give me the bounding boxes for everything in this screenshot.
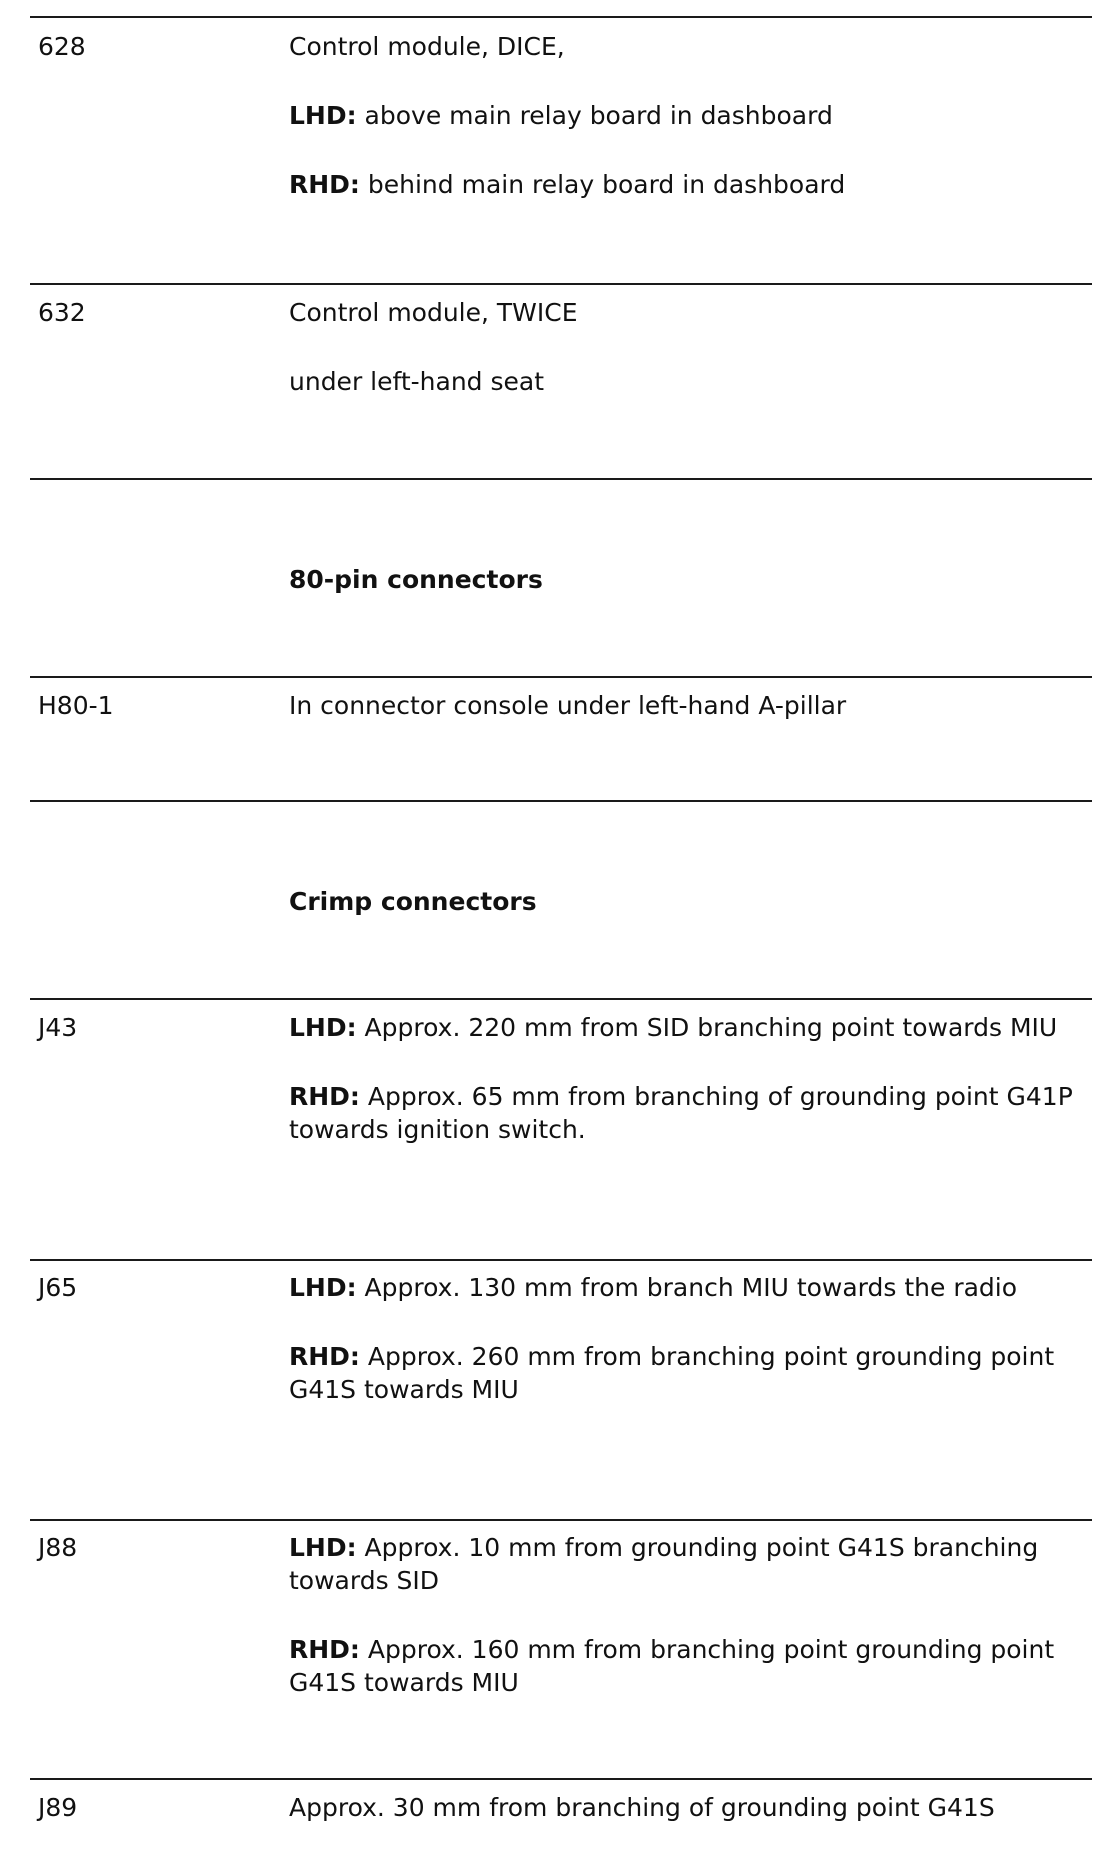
description-label: LHD: bbox=[289, 1013, 357, 1042]
component-code: J88 bbox=[38, 1533, 78, 1562]
description-line: under left-hand seat bbox=[289, 365, 1089, 398]
description-line: RHD: Approx. 260 mm from branching point… bbox=[289, 1340, 1089, 1406]
table-rule bbox=[30, 676, 1092, 678]
component-description: In connector console under left-hand A-p… bbox=[289, 689, 1089, 722]
component-description: LHD: Approx. 220 mm from SID branching p… bbox=[289, 1011, 1089, 1146]
description-line: RHD: Approx. 65 mm from branching of gro… bbox=[289, 1080, 1089, 1146]
table-rule bbox=[30, 16, 1092, 18]
description-line: LHD: Approx. 130 mm from branch MIU towa… bbox=[289, 1271, 1089, 1304]
description-label: RHD: bbox=[289, 170, 360, 199]
table-rule bbox=[30, 1778, 1092, 1780]
description-text: Approx. 65 mm from branching of groundin… bbox=[289, 1082, 1073, 1144]
description-text: In connector console under left-hand A-p… bbox=[289, 691, 847, 720]
description-line: In connector console under left-hand A-p… bbox=[289, 689, 1089, 722]
description-label: LHD: bbox=[289, 101, 357, 130]
component-code: 632 bbox=[38, 298, 86, 327]
component-code: J65 bbox=[38, 1273, 78, 1302]
component-description: Control module, DICE, LHD: above main re… bbox=[289, 30, 1089, 201]
description-line: Control module, TWICE bbox=[289, 296, 1089, 329]
table-rule bbox=[30, 800, 1092, 802]
component-description: Control module, TWICE under left-hand se… bbox=[289, 296, 1089, 398]
description-text: Control module, TWICE bbox=[289, 298, 578, 327]
component-code: H80-1 bbox=[38, 691, 114, 720]
description-label: RHD: bbox=[289, 1082, 360, 1111]
description-text: behind main relay board in dashboard bbox=[359, 170, 846, 199]
description-line: LHD: above main relay board in dashboard bbox=[289, 99, 1089, 132]
description-text: Approx. 30 mm from branching of groundin… bbox=[289, 1793, 995, 1822]
table-rule bbox=[30, 478, 1092, 480]
description-label: LHD: bbox=[289, 1273, 357, 1302]
description-text: Approx. 130 mm from branch MIU towards t… bbox=[356, 1273, 1018, 1302]
section-heading: 80-pin connectors bbox=[289, 565, 543, 594]
table-rule bbox=[30, 1519, 1092, 1521]
component-code: J89 bbox=[38, 1793, 78, 1822]
section-heading: Crimp connectors bbox=[289, 887, 537, 916]
component-description: LHD: Approx. 130 mm from branch MIU towa… bbox=[289, 1271, 1089, 1406]
description-line: LHD: Approx. 10 mm from grounding point … bbox=[289, 1531, 1089, 1597]
description-text: Approx. 10 mm from grounding point G41S … bbox=[289, 1533, 1039, 1595]
description-label: RHD: bbox=[289, 1635, 360, 1664]
description-line: Control module, DICE, bbox=[289, 30, 1089, 63]
description-text: Approx. 260 mm from branching point grou… bbox=[289, 1342, 1055, 1404]
component-code: J43 bbox=[38, 1013, 78, 1042]
description-text: above main relay board in dashboard bbox=[356, 101, 833, 130]
description-text: Approx. 220 mm from SID branching point … bbox=[356, 1013, 1058, 1042]
component-code: 628 bbox=[38, 32, 86, 61]
table-rule bbox=[30, 1259, 1092, 1261]
table-rule bbox=[30, 998, 1092, 1000]
component-description: Approx. 30 mm from branching of groundin… bbox=[289, 1791, 1089, 1824]
table-rule bbox=[30, 283, 1092, 285]
description-label: RHD: bbox=[289, 1342, 360, 1371]
description-line: Approx. 30 mm from branching of groundin… bbox=[289, 1791, 1089, 1824]
description-line: RHD: behind main relay board in dashboar… bbox=[289, 168, 1089, 201]
description-text: Approx. 160 mm from branching point grou… bbox=[289, 1635, 1055, 1697]
description-text: Control module, DICE, bbox=[289, 32, 565, 61]
description-text: under left-hand seat bbox=[289, 367, 545, 396]
component-description: LHD: Approx. 10 mm from grounding point … bbox=[289, 1531, 1089, 1699]
description-line: RHD: Approx. 160 mm from branching point… bbox=[289, 1633, 1089, 1699]
description-line: LHD: Approx. 220 mm from SID branching p… bbox=[289, 1011, 1089, 1044]
description-label: LHD: bbox=[289, 1533, 357, 1562]
